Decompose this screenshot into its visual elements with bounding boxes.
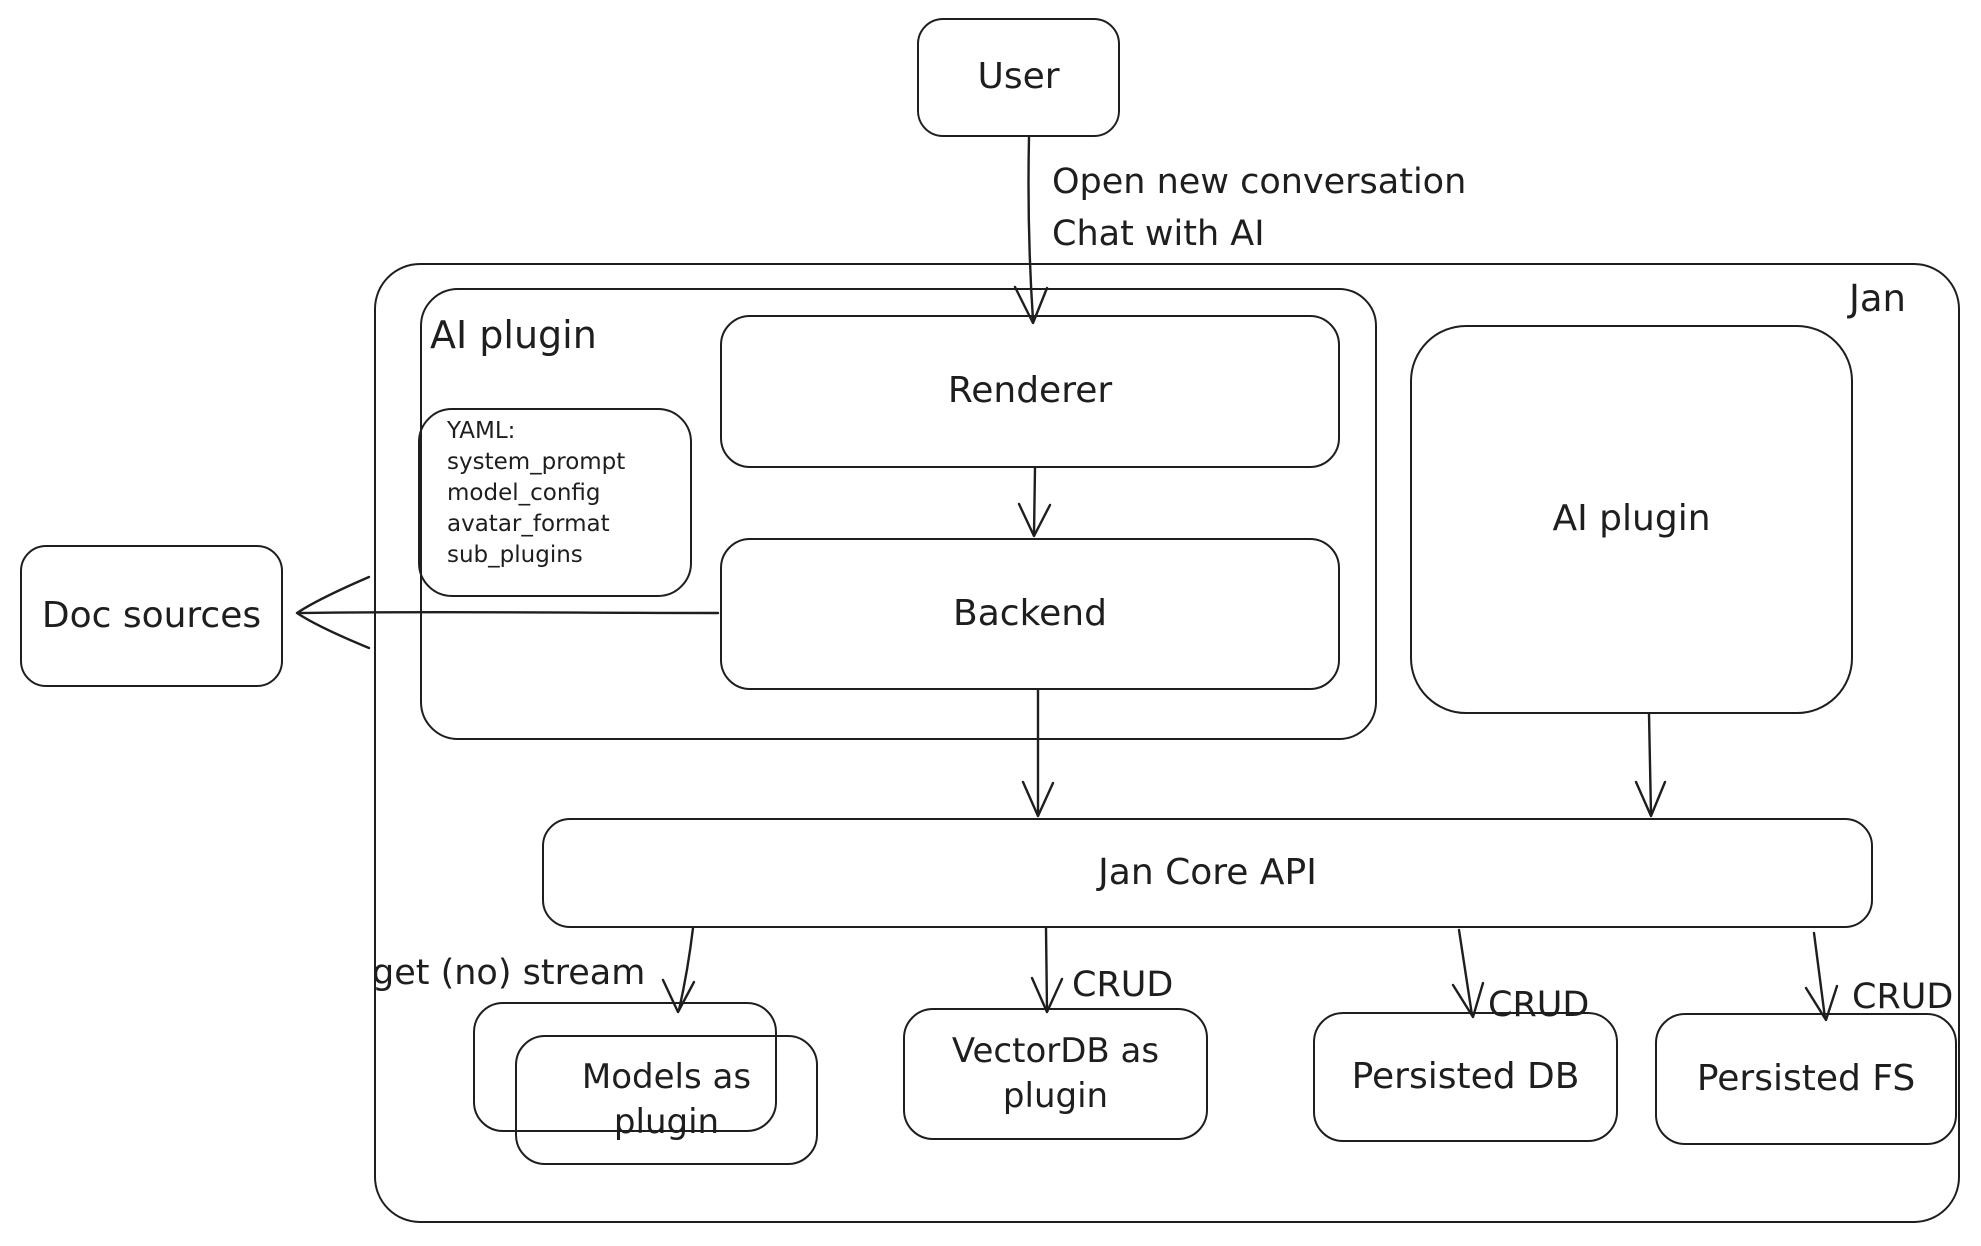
node-doc-sources: Doc sources	[20, 545, 283, 687]
yaml-note-text: YAML: system_prompt model_config avatar_…	[447, 418, 626, 568]
edge-label-get-no-stream: get (no) stream	[372, 953, 646, 993]
node-jan-container	[374, 263, 1960, 1223]
persisted-db-label: Persisted DB	[1351, 1055, 1580, 1097]
jan-container-label: Jan	[1848, 277, 1906, 320]
renderer-label: Renderer	[947, 370, 1113, 412]
edge-label-crud-vectordb: CRUD	[1072, 965, 1174, 1005]
node-vectordb-as-plugin: VectorDB as plugin	[903, 1008, 1208, 1140]
arrowhead-backend-to-doc-sources	[295, 575, 371, 650]
vectordb-as-plugin-label: VectorDB as plugin	[951, 1031, 1160, 1116]
node-backend: Backend	[720, 538, 1340, 690]
backend-label: Backend	[953, 592, 1107, 634]
node-persisted-fs: Persisted FS	[1655, 1013, 1957, 1145]
node-persisted-db: Persisted DB	[1313, 1012, 1618, 1142]
node-renderer: Renderer	[720, 315, 1340, 468]
persisted-fs-label: Persisted FS	[1696, 1057, 1916, 1099]
edge-label-crud-persisted-db: CRUD	[1488, 985, 1590, 1025]
node-yaml-note	[418, 408, 692, 597]
node-user: User	[917, 18, 1120, 137]
ai-plugin-group-label: AI plugin	[430, 313, 597, 357]
edge-label-user-to-renderer: Open new conversation Chat with AI	[1052, 162, 1467, 254]
edge-label-crud-persisted-fs: CRUD	[1852, 977, 1954, 1017]
ai-plugin-right-label: AI plugin	[1552, 498, 1711, 540]
node-models-as-plugin: Models as plugin	[515, 1035, 818, 1165]
jan-core-api-label: Jan Core API	[1098, 851, 1317, 893]
models-as-plugin-label: Models as plugin	[581, 1057, 752, 1142]
user-label: User	[977, 56, 1060, 98]
node-ai-plugin-group	[420, 288, 1377, 740]
doc-sources-label: Doc sources	[41, 594, 262, 636]
node-ai-plugin-right: AI plugin	[1410, 325, 1853, 714]
node-models-as-plugin-back	[473, 1002, 777, 1132]
node-jan-core-api: Jan Core API	[542, 818, 1873, 928]
